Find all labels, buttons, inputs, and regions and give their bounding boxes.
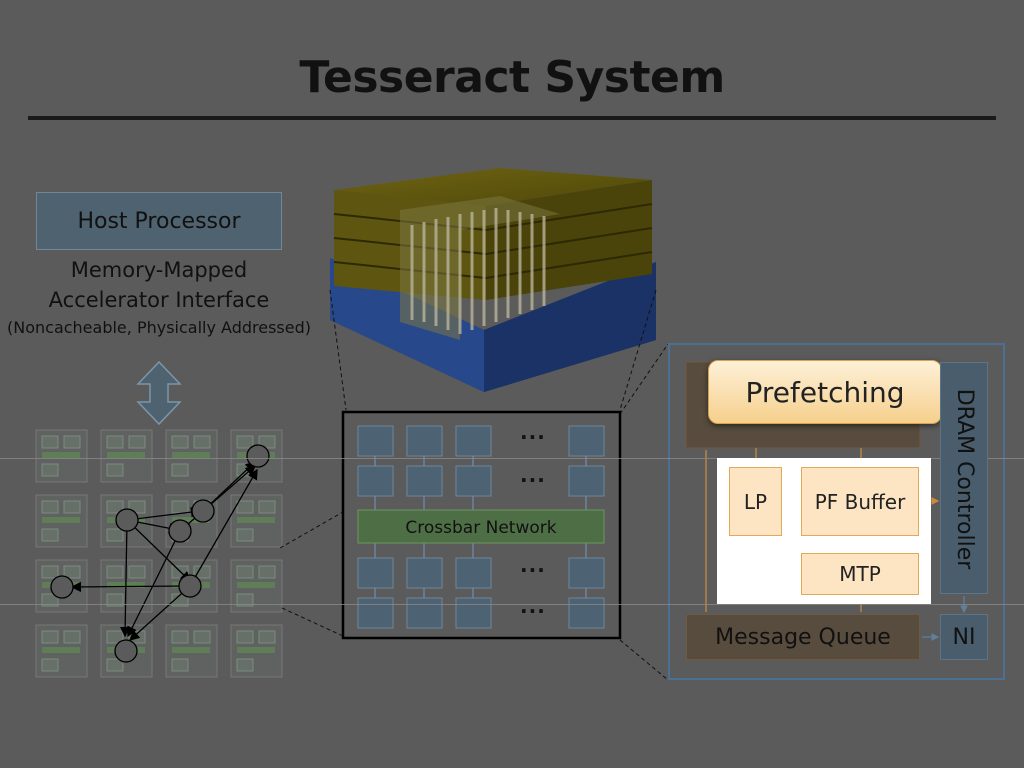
crossbar-vault-box bbox=[357, 425, 394, 457]
ellipsis: ... bbox=[520, 463, 546, 487]
crossbar-vault-box bbox=[406, 465, 443, 497]
crossbar-network-bar bbox=[357, 509, 605, 544]
title-divider bbox=[28, 116, 996, 120]
projection-lines bbox=[279, 289, 669, 681]
interface-line-1: Memory-Mapped bbox=[70, 258, 248, 282]
vault-tile bbox=[100, 429, 153, 483]
crossbar-vault-box bbox=[357, 597, 394, 629]
vault-logic-frame bbox=[341, 410, 622, 640]
vault-tile bbox=[35, 494, 88, 548]
crossbar-vault-box bbox=[455, 557, 492, 589]
crossbar-vault-box bbox=[357, 465, 394, 497]
graph-node bbox=[115, 508, 139, 532]
guide-line-bottom bbox=[0, 604, 1024, 605]
vault-tile bbox=[35, 429, 88, 483]
graph-node bbox=[191, 499, 215, 523]
host-link-arrow bbox=[136, 360, 182, 426]
ellipsis: ... bbox=[520, 553, 546, 577]
dram-controller-label: DRAM Controller bbox=[952, 388, 978, 570]
mtp-box: MTP bbox=[801, 553, 919, 595]
graph-node bbox=[178, 574, 202, 598]
crossbar-network-label: Crossbar Network bbox=[405, 518, 557, 538]
crossbar-vaults bbox=[357, 425, 605, 629]
page-title: Tesseract System bbox=[299, 52, 725, 103]
crossbar-vault-box bbox=[568, 465, 605, 497]
host-processor-box: Host Processor bbox=[36, 192, 282, 250]
ellipsis: ... bbox=[520, 420, 546, 444]
crossbar-vault-box bbox=[357, 557, 394, 589]
prefetching-callout: Prefetching bbox=[708, 360, 942, 424]
host-processor-label: Host Processor bbox=[77, 208, 241, 234]
crossbar-vault-box bbox=[455, 465, 492, 497]
interface-line-3: (Noncacheable, Physically Addressed) bbox=[7, 318, 311, 337]
graph-node bbox=[168, 519, 192, 543]
guide-line-top bbox=[0, 458, 1024, 459]
crossbar-vault-box bbox=[568, 425, 605, 457]
crossbar-vault-box bbox=[406, 425, 443, 457]
lp-box: LP bbox=[729, 467, 782, 536]
crossbar-vault-box bbox=[455, 597, 492, 629]
vault-tile bbox=[230, 494, 283, 548]
memory-cube-illustration bbox=[330, 168, 656, 392]
ni-box: NI bbox=[940, 614, 988, 660]
dram-controller-box: DRAM Controller bbox=[940, 362, 988, 594]
crossbar-vault-box bbox=[455, 425, 492, 457]
pf-buffer-box: PF Buffer bbox=[801, 467, 919, 536]
vault-tile bbox=[35, 624, 88, 678]
graph-node bbox=[114, 639, 138, 663]
crossbar-vault-box bbox=[406, 597, 443, 629]
message-queue-box: Message Queue bbox=[686, 614, 920, 660]
vault-tile bbox=[165, 429, 218, 483]
vault-tile bbox=[230, 624, 283, 678]
crossbar-vault-box bbox=[568, 557, 605, 589]
vault-tile bbox=[230, 559, 283, 613]
graph-node bbox=[50, 575, 74, 599]
vault-grid bbox=[35, 429, 283, 678]
crossbar-vault-box bbox=[568, 597, 605, 629]
crossbar-vault-box bbox=[406, 557, 443, 589]
graph-node bbox=[246, 444, 270, 468]
vault-detail-frame bbox=[668, 343, 1005, 680]
ellipsis: ... bbox=[520, 594, 546, 618]
interface-line-2: Accelerator Interface bbox=[48, 288, 270, 312]
graph-overlay bbox=[50, 444, 270, 663]
vault-tile bbox=[165, 624, 218, 678]
